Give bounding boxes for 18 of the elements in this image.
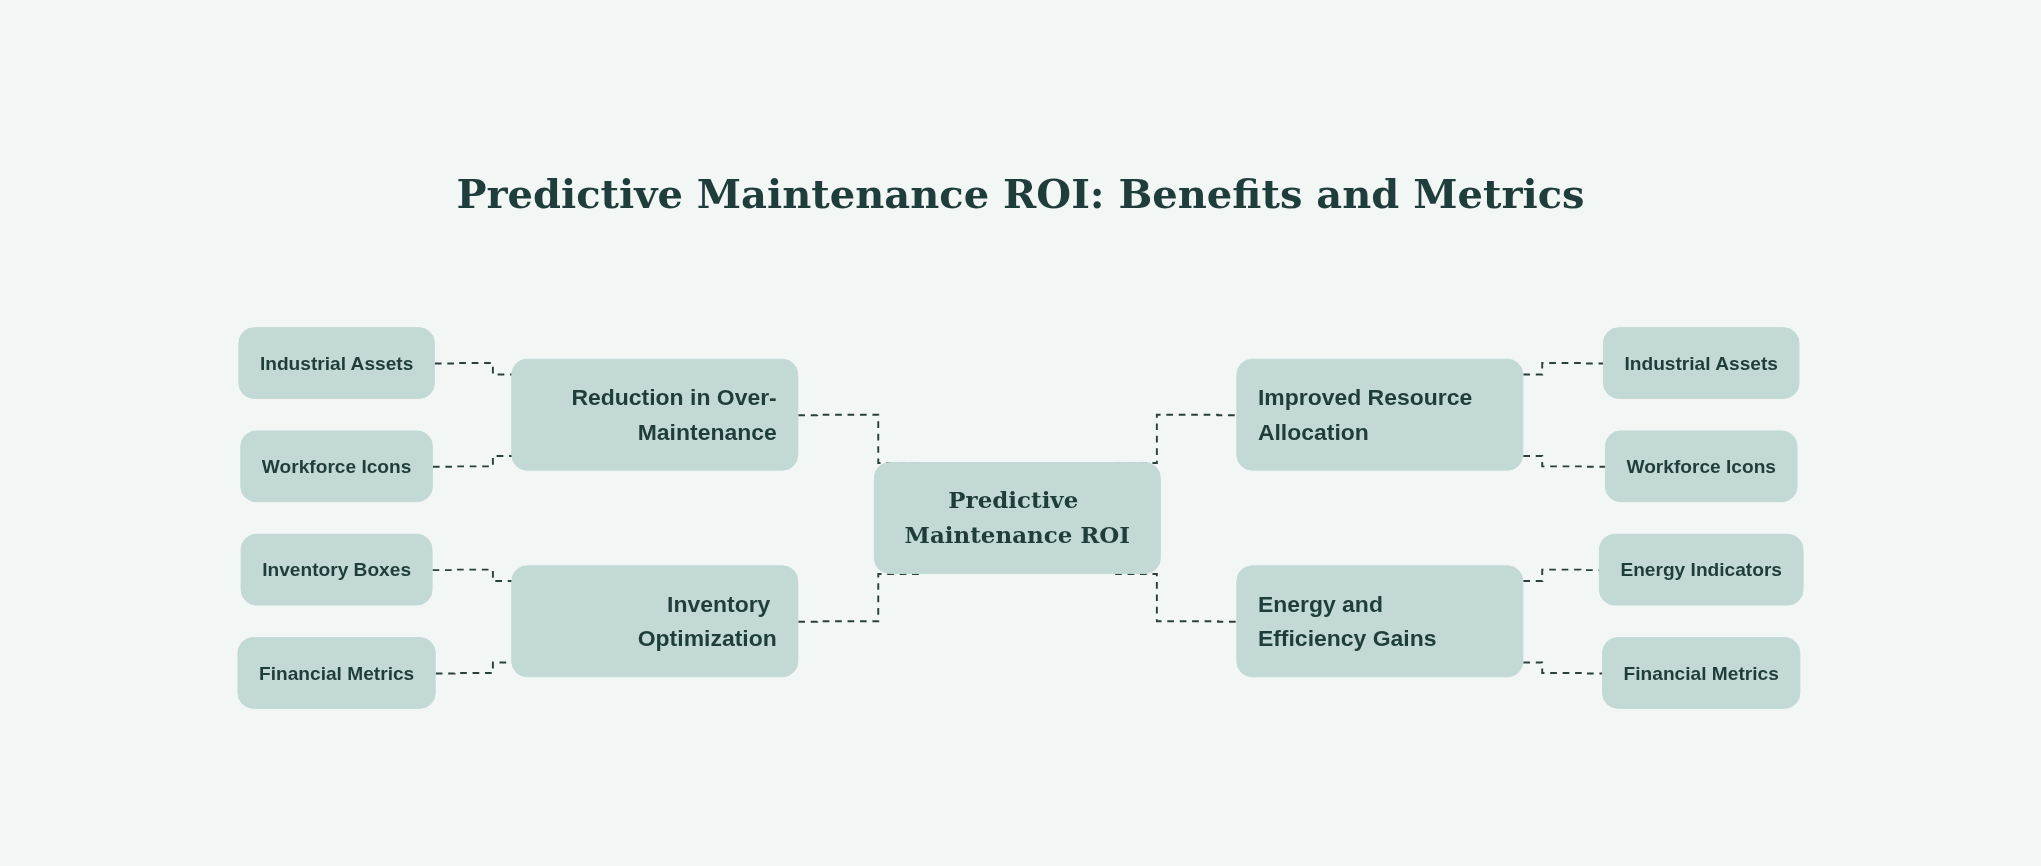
node-box: Workforce Icons xyxy=(240,430,433,503)
connector xyxy=(433,362,514,376)
node-box: Financial Metrics xyxy=(237,637,436,709)
node-box: Industrial Assets xyxy=(238,327,435,399)
node-box: Industrial Assets xyxy=(1602,327,1800,399)
node-box: Energy and Efficiency Gains xyxy=(1236,565,1524,678)
node-box: Improved Resource Allocation xyxy=(1236,358,1524,471)
node-box: Predictive Maintenance ROI xyxy=(873,462,1161,574)
node-box: Reduction in Over-Maintenance xyxy=(511,358,799,471)
node-box: Financial Metrics xyxy=(1602,637,1801,709)
connector xyxy=(1522,362,1605,376)
connector xyxy=(1522,661,1604,675)
node-box: Energy Indicators xyxy=(1598,533,1804,606)
diagram-title: Predictive Maintenance ROI: Benefits and Metrics xyxy=(455,170,1586,217)
node-box: Inventory Boxes xyxy=(240,533,433,606)
connector xyxy=(1522,454,1607,468)
node-box: Inventory Optimization xyxy=(511,565,799,678)
node-box: Workforce Icons xyxy=(1604,430,1798,503)
